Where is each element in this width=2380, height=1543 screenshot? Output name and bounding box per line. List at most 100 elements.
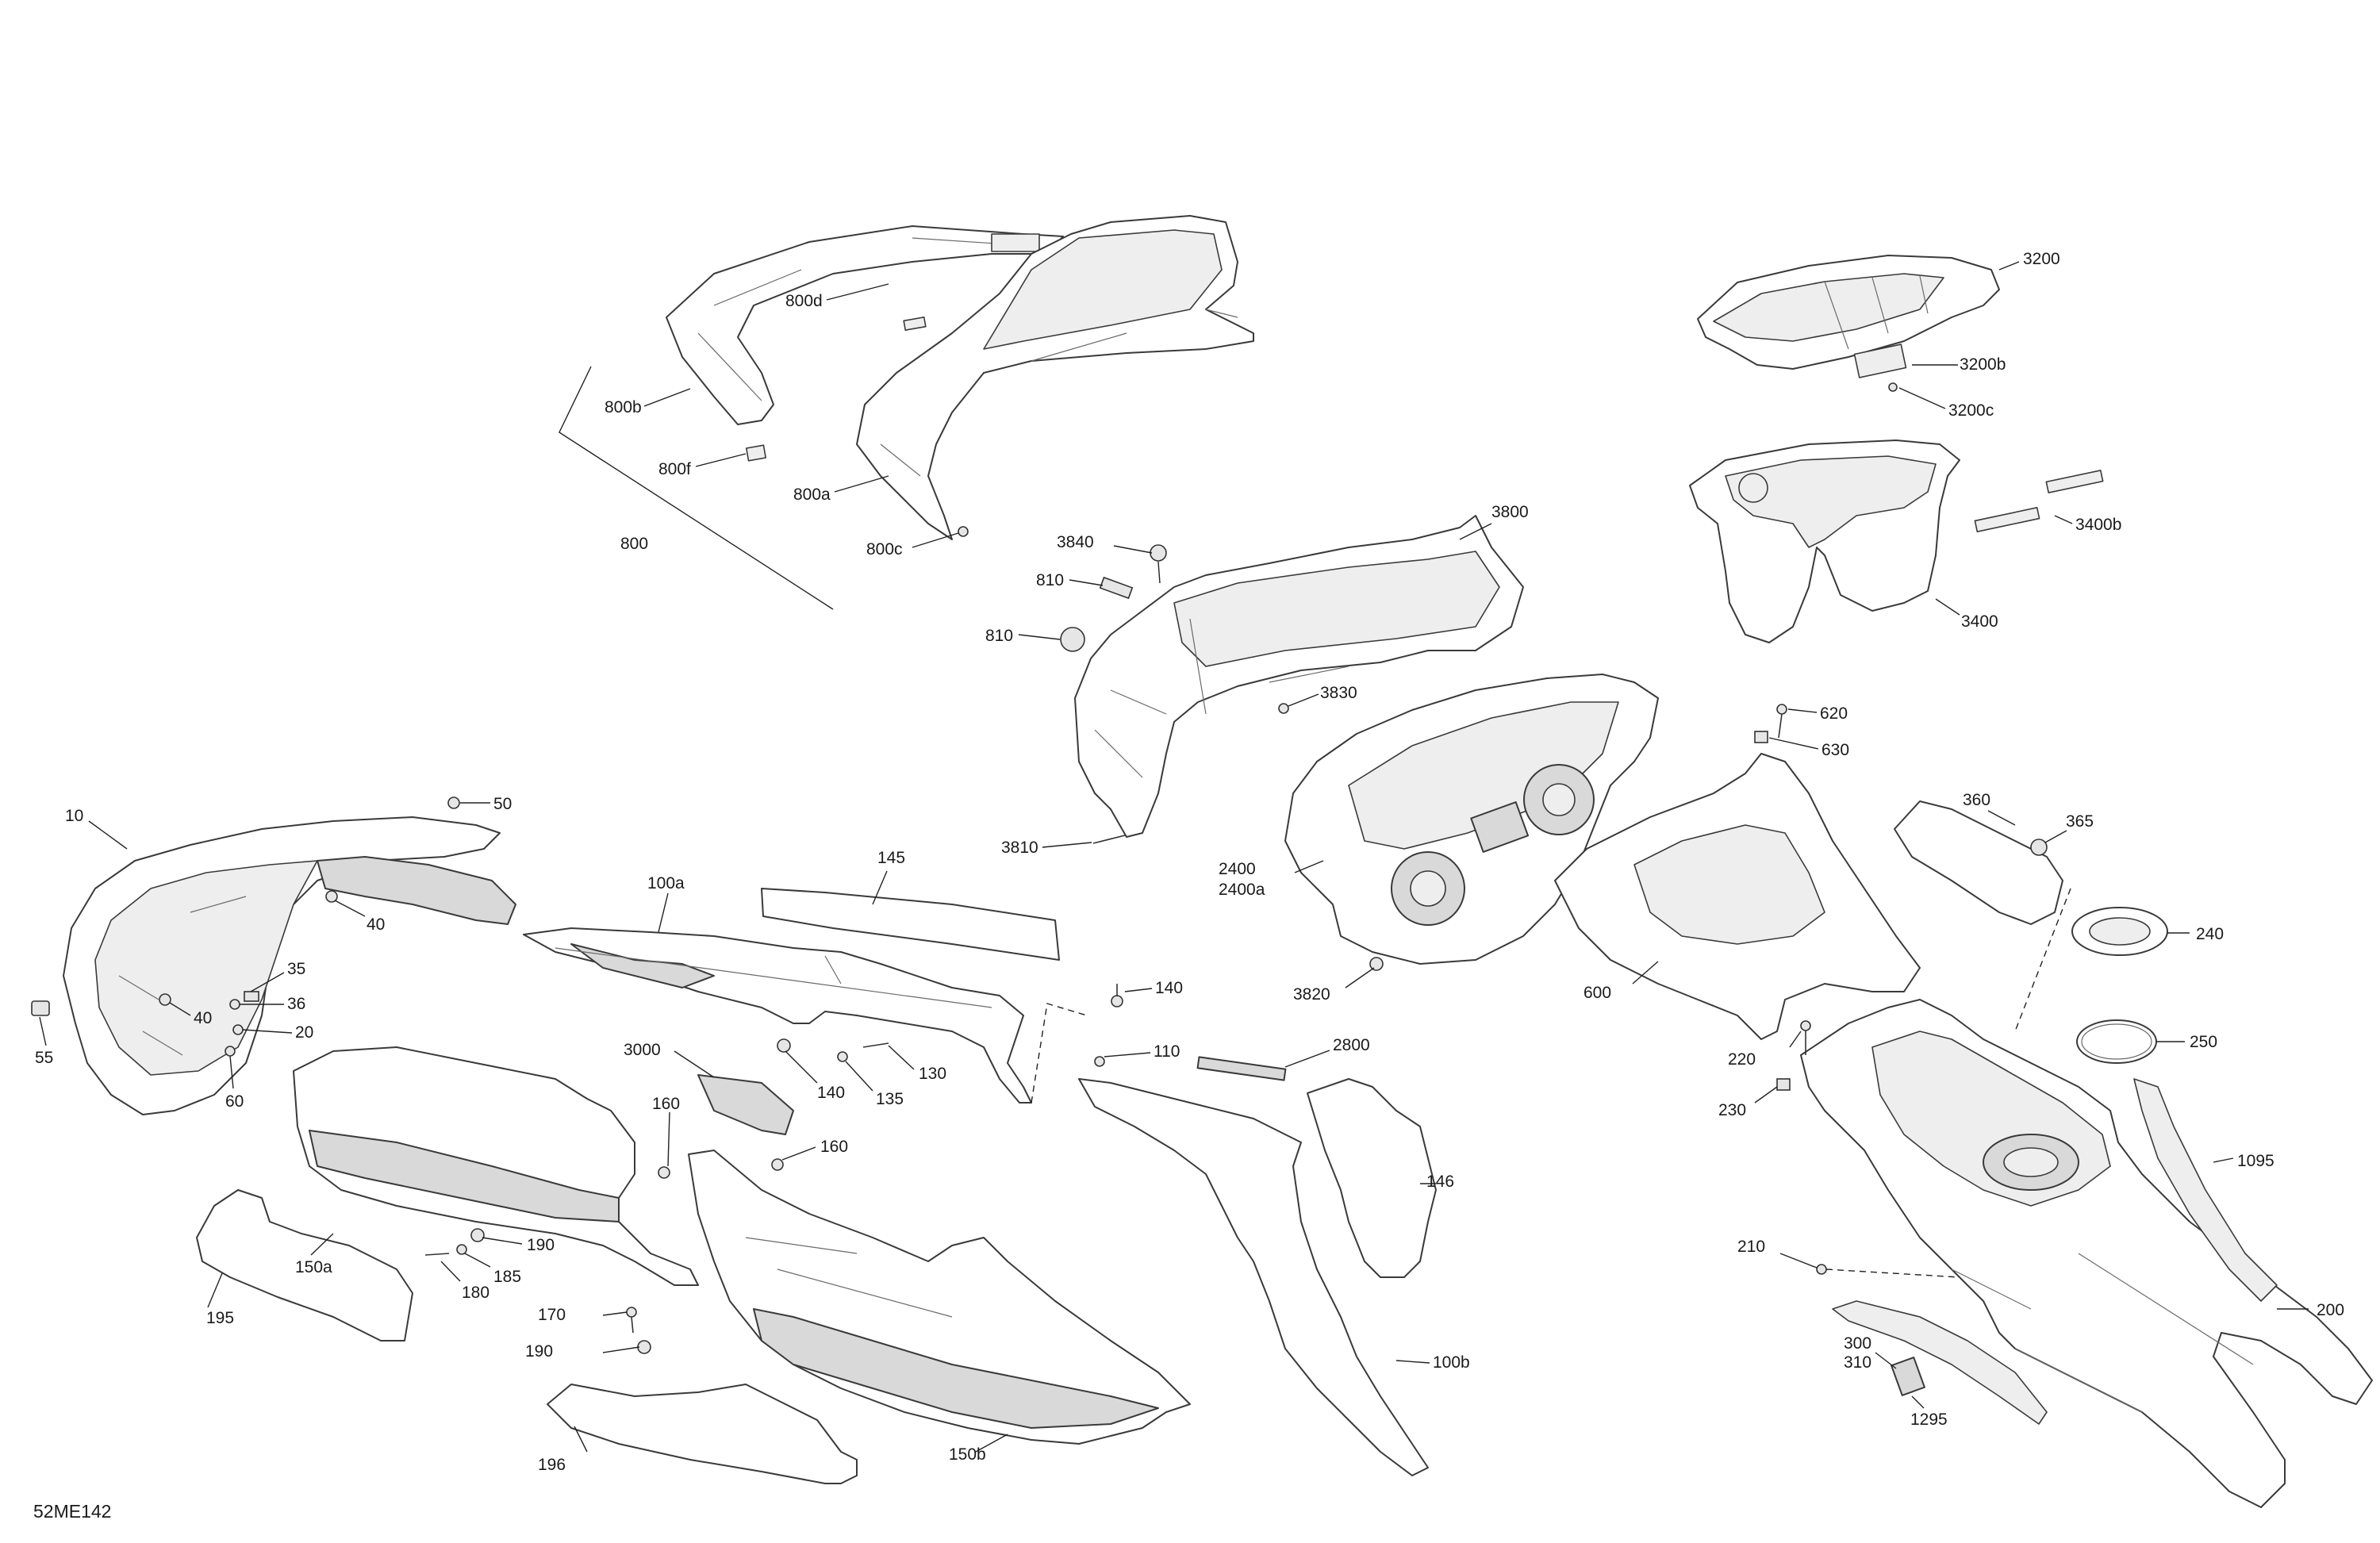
part-150b-100b-assembly bbox=[547, 1078, 1437, 1484]
part-800b-arm bbox=[666, 225, 1064, 425]
leader-35 bbox=[250, 972, 285, 992]
callout-140-lower: 140 bbox=[817, 1084, 845, 1102]
leader-40a bbox=[334, 900, 366, 917]
part-800b-clip bbox=[991, 233, 1040, 252]
part-160-clip-b bbox=[771, 1158, 784, 1171]
callout-100a: 100a bbox=[647, 874, 685, 892]
callout-300: 300 bbox=[1844, 1334, 1871, 1353]
part-170-screw bbox=[626, 1307, 637, 1318]
callout-800f: 800f bbox=[658, 460, 691, 478]
leader-300-310 bbox=[1875, 1352, 1897, 1369]
leader-160b bbox=[781, 1146, 816, 1161]
part-3400b-strip-a bbox=[1974, 507, 2040, 532]
part-3200b-latch bbox=[1853, 344, 1907, 378]
leader-10 bbox=[88, 820, 128, 850]
leader-1095 bbox=[2213, 1157, 2234, 1163]
part-60-nut bbox=[225, 1046, 236, 1057]
callout-800: 800 bbox=[620, 535, 648, 553]
part-146-cover bbox=[1307, 1078, 1437, 1278]
part-360-cover bbox=[1894, 800, 2063, 925]
callout-800a: 800a bbox=[793, 486, 831, 504]
callout-145: 145 bbox=[877, 849, 905, 867]
callout-810-lower: 810 bbox=[985, 627, 1013, 645]
leader-100b bbox=[1395, 1360, 1430, 1364]
part-150a-panel bbox=[293, 1046, 699, 1286]
part-145-strip bbox=[761, 888, 1060, 961]
leader-140b bbox=[785, 1050, 818, 1084]
callout-3200b: 3200b bbox=[1960, 355, 2006, 374]
part-100a-details bbox=[555, 947, 992, 1008]
part-620-screw bbox=[1776, 704, 1787, 715]
callout-3810: 3810 bbox=[1001, 839, 1038, 857]
leader-3200 bbox=[1998, 261, 2020, 271]
callout-240: 240 bbox=[2196, 925, 2224, 943]
callout-800c: 800c bbox=[866, 540, 903, 558]
part-10-details bbox=[118, 896, 247, 1056]
part-150b-trim bbox=[753, 1308, 1159, 1429]
callout-3400: 3400 bbox=[1961, 612, 1998, 631]
part-3840-screw bbox=[1150, 544, 1167, 562]
leader-230 bbox=[1754, 1086, 1778, 1104]
part-55-cap bbox=[31, 1000, 50, 1016]
leader-20 bbox=[242, 1029, 293, 1034]
leader-150a bbox=[310, 1233, 334, 1256]
leader-360 bbox=[1987, 810, 2016, 826]
part-365-cap bbox=[2030, 839, 2048, 856]
part-240-ring-inner bbox=[2089, 917, 2151, 946]
callout-190-lower: 190 bbox=[525, 1342, 553, 1361]
leader-160a bbox=[667, 1111, 670, 1167]
callout-110: 110 bbox=[1154, 1042, 1180, 1061]
part-1095-rail bbox=[2133, 1078, 2278, 1302]
callout-36: 36 bbox=[287, 995, 305, 1013]
leader-140a bbox=[1124, 988, 1153, 992]
part-220-screw bbox=[1800, 1020, 1811, 1031]
callout-3820: 3820 bbox=[1293, 985, 1330, 1004]
part-135-washer bbox=[837, 1051, 848, 1062]
part-3200c-screw bbox=[1888, 382, 1898, 392]
callout-2800: 2800 bbox=[1333, 1036, 1370, 1054]
leader-800a bbox=[834, 475, 889, 493]
leader-190a bbox=[482, 1237, 523, 1245]
callout-800d: 800d bbox=[785, 292, 823, 310]
callout-labels: 800d 800b 800f 800a 800c 800 3840 810 81… bbox=[35, 250, 2344, 1474]
callout-365: 365 bbox=[2066, 812, 2094, 831]
part-160-clip-a bbox=[658, 1166, 670, 1179]
part-3200-lid-panel bbox=[1713, 273, 1944, 342]
callout-2400a: 2400a bbox=[1219, 881, 1265, 899]
callout-1295: 1295 bbox=[1910, 1411, 1948, 1429]
callout-130: 130 bbox=[919, 1065, 946, 1083]
part-3800-details bbox=[1094, 618, 1349, 778]
callout-360: 360 bbox=[1963, 791, 1990, 809]
callout-3830: 3830 bbox=[1320, 684, 1357, 702]
part-620-shank bbox=[1778, 713, 1783, 739]
part-200-fuel-opening bbox=[2003, 1147, 2059, 1177]
part-3810-screw bbox=[1092, 835, 1126, 844]
part-180-screw bbox=[424, 1253, 450, 1256]
callout-196: 196 bbox=[538, 1456, 566, 1474]
part-50-clip bbox=[447, 796, 460, 809]
leader-3840 bbox=[1113, 545, 1153, 554]
part-100b-panel bbox=[1078, 1078, 1429, 1476]
leader-2400 bbox=[1294, 860, 1324, 873]
part-195-cover bbox=[196, 1189, 413, 1341]
part-3800-panel bbox=[1173, 551, 1500, 667]
callout-3840: 3840 bbox=[1057, 533, 1094, 551]
callout-100b: 100b bbox=[1433, 1353, 1470, 1372]
part-800-assembly bbox=[559, 215, 1254, 610]
part-2800-strip bbox=[1196, 1056, 1287, 1081]
part-40-screw-b bbox=[159, 993, 171, 1006]
leader-600 bbox=[1632, 961, 1659, 985]
callout-200: 200 bbox=[2317, 1301, 2344, 1319]
part-800f-pad bbox=[745, 444, 767, 462]
leader-55 bbox=[39, 1016, 47, 1046]
leader-620 bbox=[1787, 708, 1818, 713]
callout-50: 50 bbox=[493, 795, 512, 813]
callout-160-right: 160 bbox=[820, 1138, 848, 1156]
part-3000-badge bbox=[697, 1074, 794, 1135]
leader-210 bbox=[1779, 1253, 1818, 1269]
callout-230: 230 bbox=[1718, 1101, 1746, 1119]
callout-55: 55 bbox=[35, 1049, 53, 1067]
leader-110 bbox=[1104, 1052, 1151, 1057]
